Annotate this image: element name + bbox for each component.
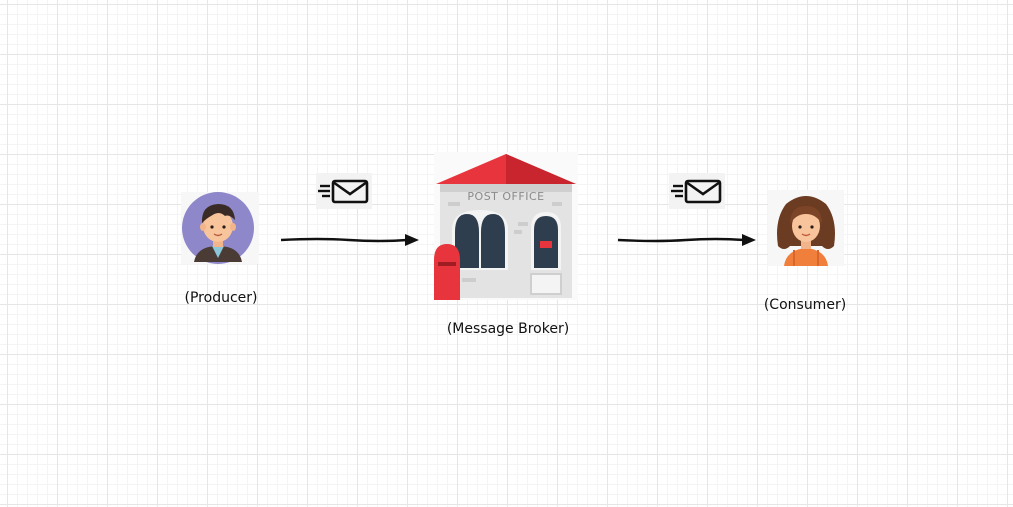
envelope-icon — [669, 173, 725, 209]
consumer-node — [768, 190, 844, 266]
consumer-label: (Consumer) — [763, 297, 847, 313]
post-office-sign: POST OFFICE — [467, 190, 545, 203]
post-office-icon — [434, 152, 578, 300]
broker-label: (Message Broker) — [446, 321, 570, 337]
boy-avatar-icon — [181, 192, 259, 264]
girl-avatar-icon — [768, 190, 844, 266]
broker-node: POST OFFICE — [434, 152, 578, 300]
envelope-icon — [316, 173, 372, 209]
producer-label: (Producer) — [184, 290, 258, 306]
edge-producer-broker — [279, 230, 421, 250]
producer-node — [181, 192, 259, 264]
edge-broker-consumer — [616, 230, 758, 250]
